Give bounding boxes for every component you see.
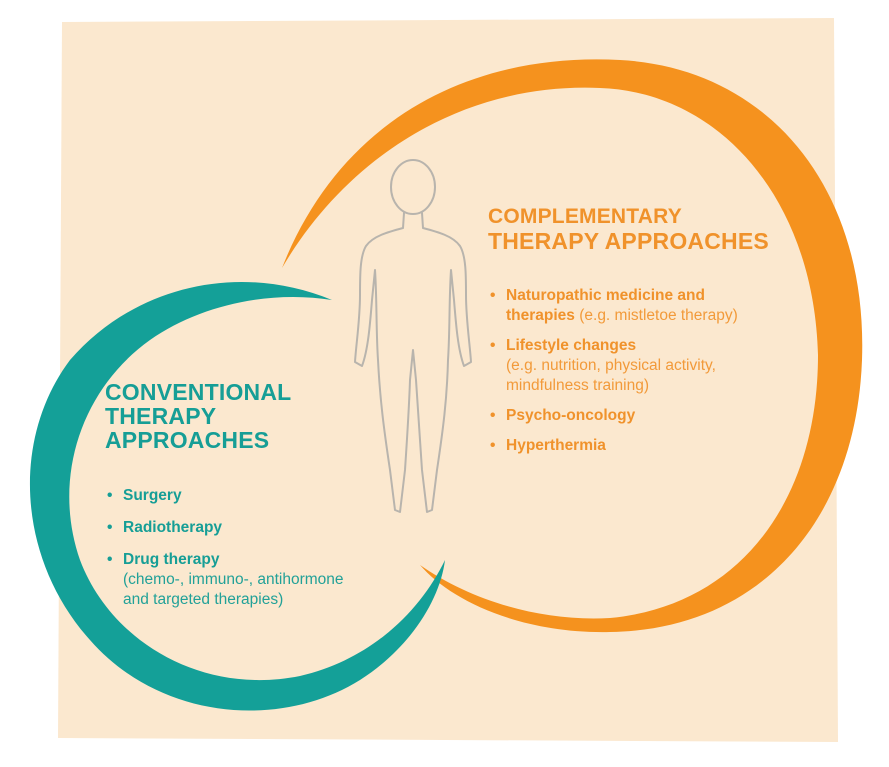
item-label: Radiotherapy bbox=[123, 519, 223, 537]
item-note: (e.g. mistletoe therapy) bbox=[574, 307, 738, 325]
item-label: therapies bbox=[506, 307, 575, 325]
item-label: Lifestyle changes bbox=[506, 337, 637, 355]
list-item: Lifestyle changes (e.g. nutrition, physi… bbox=[488, 336, 828, 396]
list-item: Hyperthermia bbox=[488, 436, 828, 456]
item-label: Naturopathic medicine and bbox=[506, 287, 705, 305]
complementary-title: COMPLEMENTARY THERAPY APPROACHES bbox=[488, 205, 828, 254]
item-note: (chemo-, immuno-, antihormone bbox=[123, 571, 344, 589]
list-item: Drug therapy (chemo-, immuno-, antihormo… bbox=[105, 550, 425, 610]
item-label: Psycho-oncology bbox=[506, 407, 636, 425]
conventional-title-line1: CONVENTIONAL bbox=[105, 379, 292, 405]
list-item: Surgery bbox=[105, 486, 425, 506]
complementary-list: Naturopathic medicine and therapies (e.g… bbox=[488, 286, 828, 456]
complementary-section: COMPLEMENTARY THERAPY APPROACHES Naturop… bbox=[488, 205, 828, 466]
list-item: Naturopathic medicine and therapies (e.g… bbox=[488, 286, 828, 326]
item-label: Hyperthermia bbox=[506, 437, 606, 455]
item-note: mindfulness training) bbox=[506, 377, 650, 395]
item-note: and targeted therapies) bbox=[123, 591, 284, 609]
human-body-outline-icon bbox=[354, 159, 472, 513]
complementary-title-line2: THERAPY APPROACHES bbox=[488, 227, 769, 254]
item-label: Drug therapy bbox=[123, 551, 220, 569]
conventional-title-line2: THERAPY bbox=[105, 403, 217, 430]
item-note: (e.g. nutrition, physical activity, bbox=[506, 357, 716, 375]
conventional-title: CONVENTIONAL THERAPY APPROACHES bbox=[105, 379, 425, 454]
list-item: Psycho-oncology bbox=[488, 406, 828, 426]
list-item: Radiotherapy bbox=[105, 518, 425, 538]
conventional-section: CONVENTIONAL THERAPY APPROACHES Surgery … bbox=[105, 380, 425, 622]
complementary-title-line1: COMPLEMENTARY bbox=[488, 205, 682, 228]
item-label: Surgery bbox=[123, 487, 182, 505]
conventional-title-line3: APPROACHES bbox=[105, 427, 270, 454]
conventional-list: Surgery Radiotherapy Drug therapy (chemo… bbox=[105, 486, 425, 610]
